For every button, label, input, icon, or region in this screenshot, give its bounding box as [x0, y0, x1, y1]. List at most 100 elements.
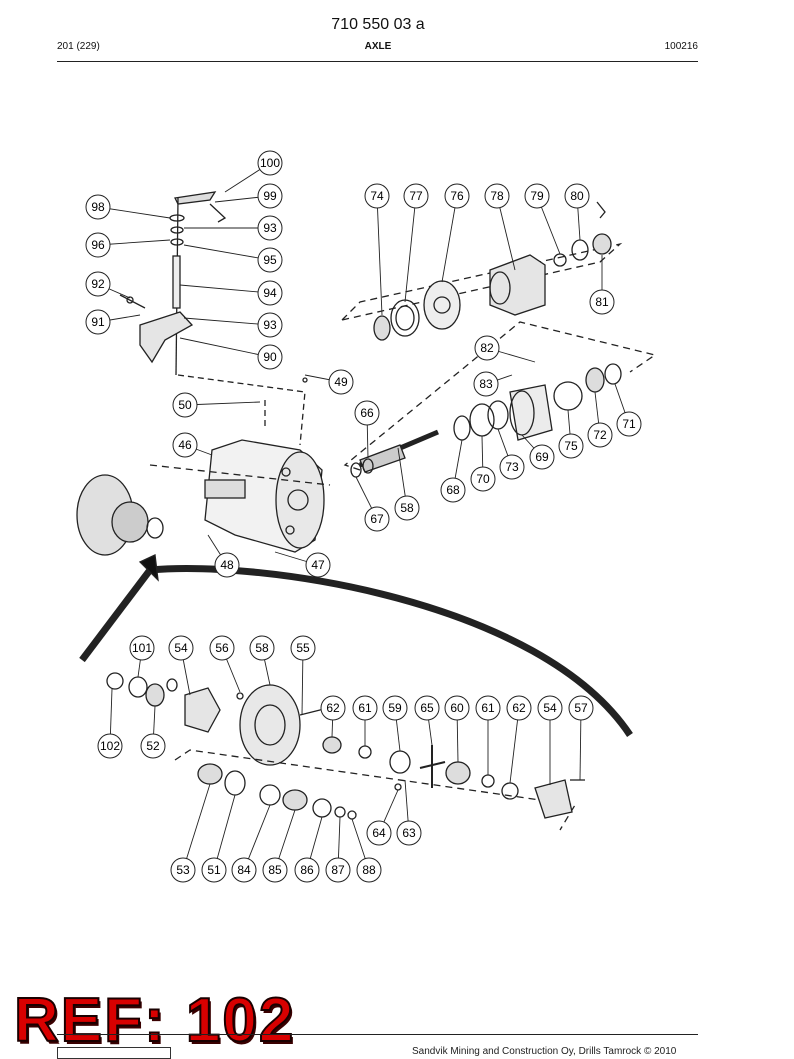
callout-number: 51 — [207, 863, 221, 877]
callout-88: 88 — [351, 818, 382, 883]
callout-70: 70 — [470, 435, 496, 492]
callout-73: 73 — [497, 428, 525, 480]
callout-72: 72 — [587, 391, 613, 448]
callout-leader — [179, 284, 271, 294]
callout-69: 69 — [521, 434, 555, 470]
callout-65: 65 — [414, 695, 440, 746]
callout-circle — [396, 820, 422, 846]
callout-102: 102 — [97, 688, 123, 759]
callout-number: 78 — [490, 189, 504, 203]
callout-number: 87 — [331, 863, 345, 877]
callout-circle — [587, 422, 613, 448]
callout-circle — [529, 444, 555, 470]
callout-62: 62 — [506, 695, 532, 784]
callout-62: 62 — [320, 695, 346, 738]
callout-circle — [444, 183, 470, 209]
callout-63: 63 — [396, 779, 422, 846]
callout-66: 66 — [354, 400, 380, 459]
reference-label: REF: 102 — [13, 985, 296, 1056]
callout-75: 75 — [558, 409, 584, 459]
callout-circle — [382, 695, 408, 721]
callout-circle — [356, 857, 382, 883]
callout-circle — [172, 392, 198, 418]
callout-circle — [444, 695, 470, 721]
callout-circle — [394, 495, 420, 521]
callout-58: 58 — [394, 447, 420, 521]
page-number: 201 (229) — [57, 41, 100, 52]
callout-number: 102 — [100, 739, 120, 753]
callout-85: 85 — [262, 809, 296, 883]
callout-86: 86 — [294, 816, 323, 883]
callout-circle — [262, 857, 288, 883]
callout-number: 56 — [215, 641, 229, 655]
callout-84: 84 — [231, 804, 271, 883]
callout-leader — [179, 337, 271, 358]
callout-number: 76 — [450, 189, 464, 203]
callout-circle — [85, 309, 111, 335]
callout-circle — [564, 183, 590, 209]
callout-number: 63 — [402, 826, 416, 840]
callout-circle — [172, 432, 198, 458]
callout-number: 47 — [311, 558, 325, 572]
callout-circle — [257, 183, 283, 209]
callout-number: 84 — [237, 863, 251, 877]
callout-71: 71 — [614, 383, 642, 437]
callout-number: 96 — [91, 238, 105, 252]
callout-101: 101 — [129, 635, 155, 678]
callout-number: 79 — [530, 189, 544, 203]
callout-leader — [404, 195, 417, 303]
callout-circle — [474, 335, 500, 361]
callout-81: 81 — [589, 255, 615, 315]
callout-number: 58 — [255, 641, 269, 655]
callout-number: 58 — [400, 501, 414, 515]
callout-leader — [441, 195, 458, 283]
callout-49: 49 — [304, 369, 354, 395]
callout-93: 93 — [183, 312, 283, 338]
callout-93: 93 — [184, 215, 283, 241]
header-rule — [57, 61, 698, 62]
callout-number: 75 — [564, 439, 578, 453]
callout-circle — [475, 695, 501, 721]
callout-54: 54 — [168, 635, 194, 696]
callout-68: 68 — [440, 439, 466, 503]
callout-number: 59 — [388, 701, 402, 715]
callout-number: 65 — [420, 701, 434, 715]
callout-91: 91 — [85, 309, 141, 335]
callout-number: 68 — [446, 483, 460, 497]
callout-number: 81 — [595, 295, 609, 309]
callout-circle — [328, 369, 354, 395]
callout-number: 99 — [263, 189, 277, 203]
callout-circle — [589, 289, 615, 315]
callout-leader — [184, 401, 261, 406]
callout-number: 72 — [593, 428, 607, 442]
callout-number: 61 — [481, 701, 495, 715]
callout-61: 61 — [475, 695, 501, 775]
callout-circle — [414, 695, 440, 721]
callout-58: 58 — [249, 635, 275, 686]
callout-59: 59 — [382, 695, 408, 752]
callout-92: 92 — [85, 271, 131, 299]
footer-rule — [57, 1034, 698, 1035]
callout-circle — [524, 183, 550, 209]
callout-circle — [364, 506, 390, 532]
callout-100: 100 — [224, 150, 283, 193]
callout-74: 74 — [364, 183, 390, 316]
callout-circle — [257, 150, 283, 176]
callout-95: 95 — [183, 244, 283, 273]
callout-circle — [325, 857, 351, 883]
callout-79: 79 — [524, 183, 561, 255]
callout-number: 64 — [372, 826, 386, 840]
callout-90: 90 — [179, 337, 283, 370]
callout-circle — [214, 552, 240, 578]
callout-number: 74 — [370, 189, 384, 203]
callout-circle — [209, 635, 235, 661]
callout-48: 48 — [207, 534, 240, 578]
callout-circle — [558, 433, 584, 459]
callout-circle — [140, 733, 166, 759]
callout-94: 94 — [179, 280, 283, 306]
callout-circle — [257, 215, 283, 241]
callout-number: 98 — [91, 200, 105, 214]
callout-80: 80 — [564, 183, 590, 241]
callout-circle — [470, 466, 496, 492]
